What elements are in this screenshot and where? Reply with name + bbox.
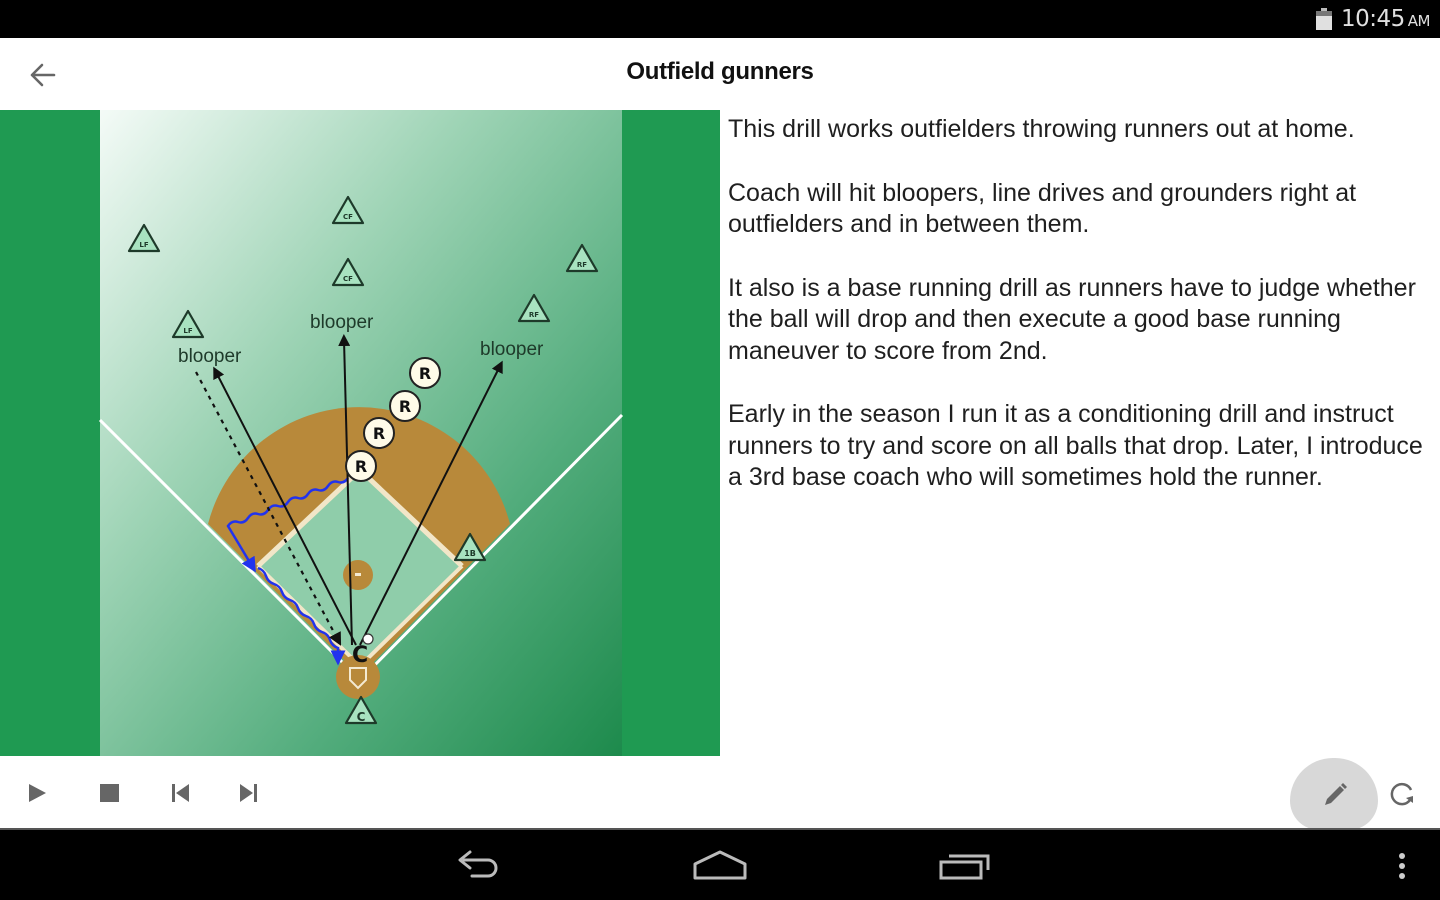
baseball-field-diagram: C blooper blooper blooper LF CF RF LF CF… [0, 110, 720, 756]
clock-time: 10:45 [1341, 6, 1405, 32]
app-bar: Outfield gunners [0, 38, 1440, 110]
refresh-button[interactable] [1386, 778, 1418, 810]
refresh-icon [1390, 782, 1413, 806]
player-cf-shallow: CF [331, 257, 365, 287]
home-icon [693, 850, 747, 880]
edit-button[interactable] [1290, 758, 1378, 830]
nav-recent-apps-button[interactable] [936, 848, 994, 888]
skip-next-button[interactable] [234, 778, 264, 808]
svg-text:RF: RF [529, 311, 539, 319]
svg-text:CF: CF [343, 213, 353, 221]
player-cf-deep: CF [331, 195, 365, 225]
svg-text:C: C [357, 710, 366, 724]
player-1b: 1B [453, 532, 487, 562]
runner-4: R [345, 450, 377, 482]
pencil-icon [1325, 783, 1347, 805]
svg-text:RF: RF [577, 261, 587, 269]
player-rf-shallow: RF [517, 293, 551, 323]
nav-back-button[interactable] [450, 848, 506, 888]
stop-icon [100, 784, 119, 802]
player-lf-shallow: LF [171, 309, 205, 339]
svg-text:R: R [355, 457, 367, 476]
blooper-label-left: blooper [178, 346, 242, 367]
skip-previous-icon [172, 784, 189, 802]
recent-apps-icon [939, 854, 990, 880]
description-paragraph: Coach will hit bloopers, line drives and… [728, 178, 1357, 239]
blooper-label-right: blooper [480, 339, 544, 360]
skip-next-icon [240, 784, 257, 802]
svg-text:R: R [373, 424, 385, 443]
arrow-left-icon [30, 63, 56, 87]
blooper-label-center: blooper [310, 312, 374, 333]
play-icon [29, 784, 46, 802]
runner-2: R [389, 390, 421, 422]
drill-description: This drill works outfielders throwing ru… [728, 114, 1433, 526]
description-paragraph: This drill works outfielders throwing ru… [728, 115, 1355, 143]
system-nav-bar [0, 828, 1440, 900]
playback-controls [0, 756, 1440, 830]
nav-overflow-menu-button[interactable] [1390, 848, 1414, 888]
description-paragraph: It also is a base running drill as runne… [728, 273, 1416, 365]
player-catcher: C [344, 695, 378, 725]
page-title: Outfield gunners [626, 58, 814, 85]
back-button[interactable] [22, 56, 66, 94]
overflow-menu-icon [1399, 853, 1405, 879]
skip-previous-button[interactable] [165, 778, 195, 808]
svg-text:1B: 1B [464, 549, 476, 558]
battery-icon [1316, 8, 1332, 30]
description-paragraph: Early in the season I run it as a condit… [728, 400, 1423, 491]
svg-text:CF: CF [343, 275, 353, 283]
svg-text:LF: LF [183, 327, 192, 335]
stop-button[interactable] [94, 778, 124, 808]
runner-1: R [409, 357, 441, 389]
nav-home-button[interactable] [690, 848, 750, 888]
coach-label: C [352, 643, 368, 668]
svg-text:LF: LF [139, 241, 148, 249]
svg-text:R: R [399, 397, 411, 416]
runner-3: R [363, 417, 395, 449]
back-icon [458, 850, 498, 878]
player-rf-deep: RF [565, 243, 599, 273]
play-button[interactable] [22, 778, 52, 808]
player-lf-deep: LF [127, 223, 161, 253]
clock-ampm: AM [1407, 12, 1431, 30]
drill-diagram: C blooper blooper blooper LF CF RF LF CF… [0, 110, 720, 756]
svg-text:R: R [419, 364, 431, 383]
